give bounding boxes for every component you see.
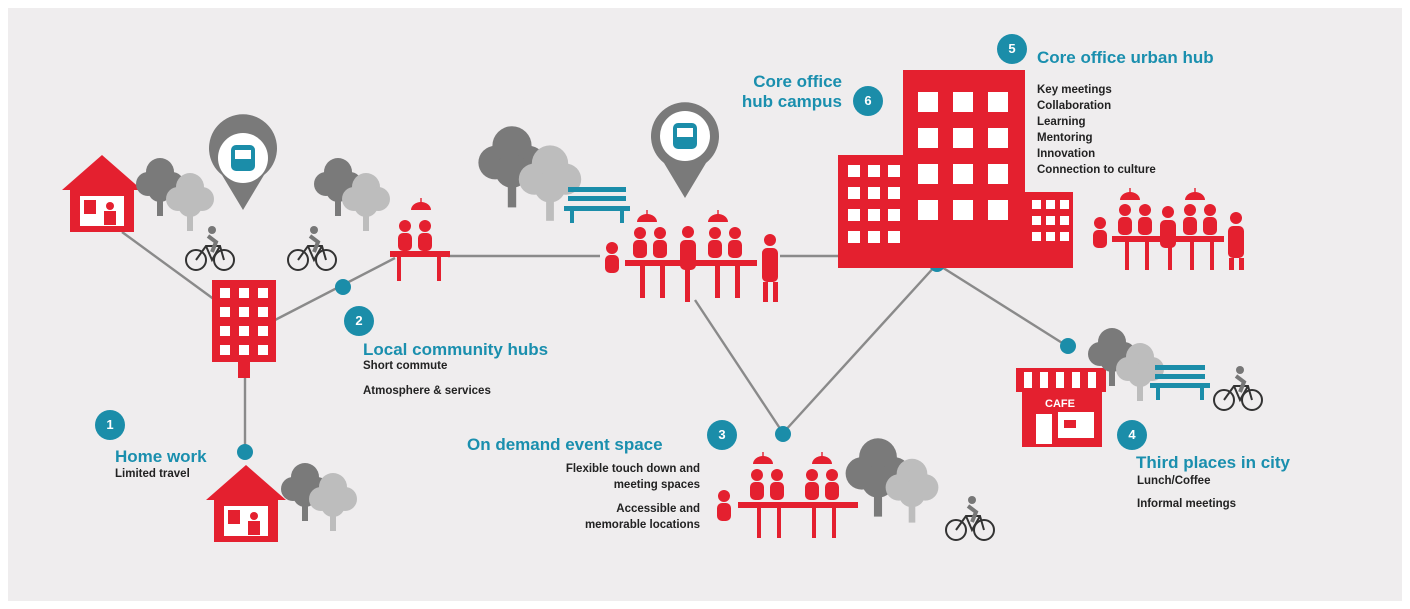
node-5-line-6: Connection to culture bbox=[1037, 164, 1156, 176]
bicycle-icon bbox=[944, 494, 996, 542]
bus-stop-pin-icon bbox=[651, 102, 719, 198]
node-5-line-5: Innovation bbox=[1037, 148, 1096, 160]
bicycle-icon bbox=[184, 224, 236, 272]
node-3-line-2: meeting spaces bbox=[613, 479, 700, 491]
bicycle-icon bbox=[1212, 364, 1264, 412]
node-3-badge: 3 bbox=[707, 420, 737, 450]
cafe-sign-text: CAFE bbox=[1045, 398, 1075, 410]
connection-lines bbox=[121, 231, 1068, 450]
bicycle-icon bbox=[286, 224, 338, 272]
node-2-line-2: Atmosphere & services bbox=[363, 385, 491, 397]
node-6-badge: 6 bbox=[853, 86, 883, 116]
node-6-title-line-1: Core office bbox=[753, 72, 842, 91]
house-icon bbox=[62, 155, 142, 232]
office-building-icon bbox=[212, 280, 276, 378]
bench-icon bbox=[1150, 365, 1210, 400]
node-2-badge: 2 bbox=[344, 306, 374, 336]
node-5-line-2: Collaboration bbox=[1037, 100, 1112, 112]
meeting-table-icon bbox=[605, 210, 778, 302]
node-4-line-2: Informal meetings bbox=[1137, 498, 1237, 510]
node-5-line-3: Learning bbox=[1037, 116, 1086, 128]
office-building-icon bbox=[838, 70, 1073, 268]
house-icon bbox=[206, 465, 286, 542]
node-4-line-1: Lunch/Coffee bbox=[1137, 475, 1211, 487]
bus-stop-pin-icon bbox=[209, 114, 278, 210]
node-5-line-4: Mentoring bbox=[1037, 132, 1093, 144]
node-3-line-1: Flexible touch down and bbox=[565, 463, 700, 475]
node-5-badge: 5 bbox=[997, 34, 1027, 64]
node-1-badge: 1 bbox=[95, 410, 125, 440]
bench-icon bbox=[564, 187, 630, 223]
node-3-line-3: Accessible and bbox=[616, 503, 700, 515]
meeting-table-icon bbox=[717, 452, 858, 538]
meeting-table-icon bbox=[1093, 188, 1244, 270]
node-3-title: On demand event space bbox=[467, 435, 663, 454]
node-4-title: Third places in city bbox=[1136, 453, 1290, 472]
node-2-title: Local community hubs bbox=[363, 340, 549, 359]
node-1-title: Home work bbox=[115, 447, 207, 466]
node-2-line-1: Short commute bbox=[363, 360, 448, 372]
meeting-table-icon bbox=[390, 198, 450, 281]
node-4-badge: 4 bbox=[1117, 420, 1147, 450]
cafe-icon bbox=[1016, 368, 1106, 447]
node-6-title-line-2: hub campus bbox=[741, 92, 842, 111]
node-1-line-1: Limited travel bbox=[115, 468, 190, 480]
node-5-line-1: Key meetings bbox=[1037, 84, 1112, 96]
node-3-line-4: memorable locations bbox=[584, 519, 700, 531]
node-5-title: Core office urban hub bbox=[1037, 48, 1214, 67]
